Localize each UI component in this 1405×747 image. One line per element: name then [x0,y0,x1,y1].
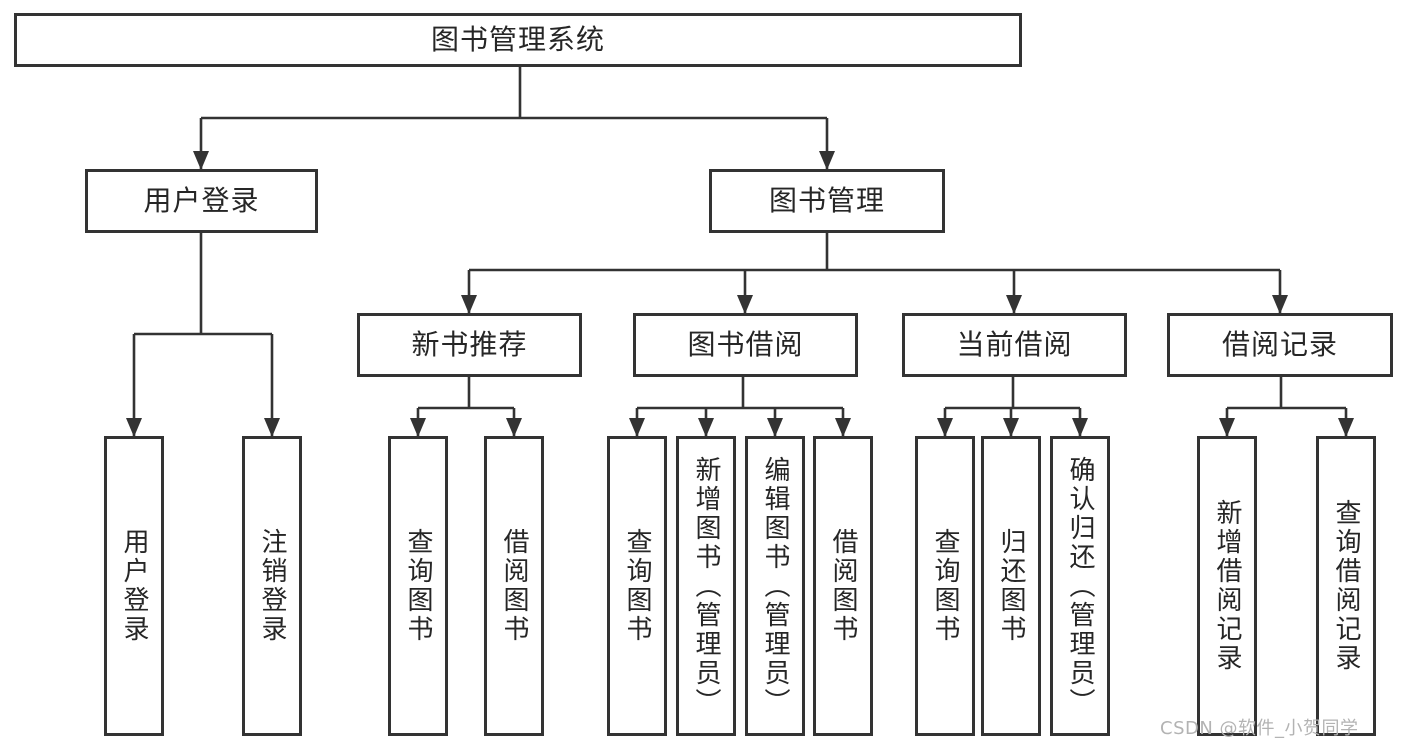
leaf-query-books-recommend: 查询图书 [388,436,448,736]
node-label: 用户登录 [119,528,149,644]
node-label: 归还图书 [996,528,1026,644]
leaf-query-borrow-record: 查询借阅记录 [1316,436,1376,736]
node-label: 确认归还（管理员） [1065,455,1095,717]
node-label: 新书推荐 [411,328,528,361]
leaf-query-books-borrow: 查询图书 [607,436,667,736]
leaf-return-book: 归还图书 [981,436,1041,736]
leaf-borrow-books: 借阅图书 [813,436,873,736]
node-book-management: 图书管理 [709,169,945,233]
node-label: 图书管理系统 [430,23,605,56]
node-label: 借阅记录 [1221,328,1338,361]
node-label: 用户登录 [143,184,260,217]
node-library-system: 图书管理系统 [14,13,1022,67]
node-book-borrowing: 图书借阅 [633,313,858,377]
node-label: 查询图书 [403,528,433,644]
node-label: 新增借阅记录 [1212,499,1242,673]
node-label: 查询借阅记录 [1331,499,1361,673]
node-label: 借阅图书 [828,528,858,644]
node-label: 图书管理 [768,184,885,217]
node-label: 借阅图书 [499,528,529,644]
node-label: 编辑图书（管理员） [760,455,790,717]
node-new-book-recommend: 新书推荐 [357,313,582,377]
leaf-logout: 注销登录 [242,436,302,736]
node-label: 查询图书 [622,528,652,644]
node-label: 图书借阅 [687,328,804,361]
node-label: 注销登录 [257,528,287,644]
node-label: 新增图书（管理员） [691,455,721,717]
leaf-edit-book-admin: 编辑图书（管理员） [745,436,805,736]
leaf-add-book-admin: 新增图书（管理员） [676,436,736,736]
leaf-query-books-current: 查询图书 [915,436,975,736]
node-label: 当前借阅 [956,328,1073,361]
node-label: 查询图书 [930,528,960,644]
leaf-user-login: 用户登录 [104,436,164,736]
node-borrowing-records: 借阅记录 [1167,313,1393,377]
csdn-watermark: CSDN @软件_小贺同学 [1160,718,1359,739]
node-user-login: 用户登录 [85,169,318,233]
leaf-confirm-return-admin: 确认归还（管理员） [1050,436,1110,736]
node-current-borrowing: 当前借阅 [902,313,1127,377]
leaf-add-borrow-record: 新增借阅记录 [1197,436,1257,736]
leaf-borrow-books-recommend: 借阅图书 [484,436,544,736]
